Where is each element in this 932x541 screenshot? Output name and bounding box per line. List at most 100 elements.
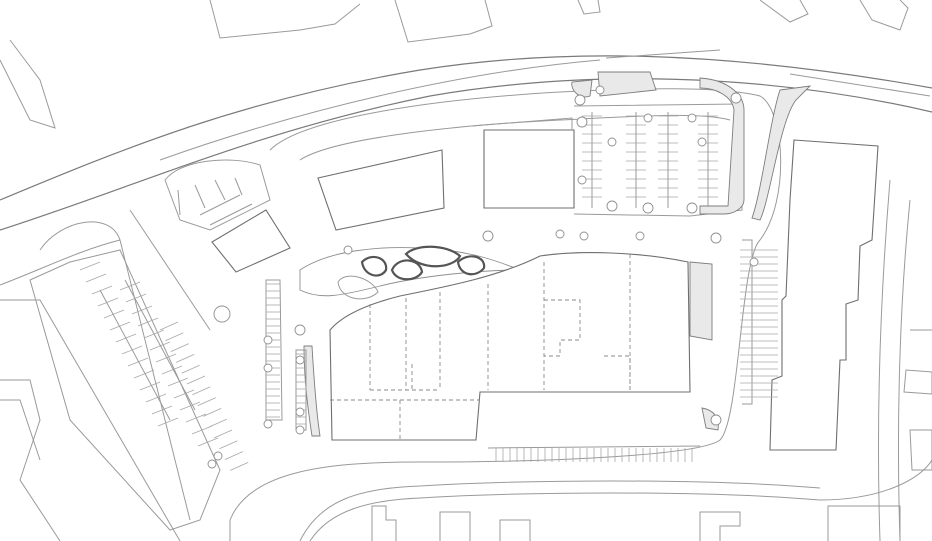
parking-bay-line (213, 429, 233, 439)
tree-icon (579, 231, 589, 241)
neighbour-building-bottom-2 (439, 511, 471, 541)
tree-icon (606, 200, 618, 212)
parking-bay-line (197, 397, 216, 406)
anchor-store-building (329, 252, 691, 441)
tree-icon (574, 94, 586, 106)
small-kiosk-building (211, 209, 291, 273)
tree-icon (635, 231, 645, 241)
tall-block-building (769, 139, 879, 451)
neighbour-building-top-right (759, 0, 809, 23)
parking-bay-line (159, 321, 179, 331)
tree-icon (607, 137, 617, 147)
neighbour-building-bottom-4 (699, 511, 741, 541)
parking-bay-line (167, 377, 189, 387)
tree-icon (697, 137, 707, 147)
tree-icon (710, 414, 722, 426)
entrance-canopy-pods (299, 245, 521, 300)
neighbour-block-left (0, 39, 56, 129)
parking-bay-line (124, 279, 196, 411)
unit-building (483, 129, 575, 209)
tree-icon (295, 407, 305, 417)
tree-icon (263, 363, 273, 373)
tree-icon (207, 459, 217, 469)
parking-bay-line (224, 451, 243, 460)
parking-bay-line (145, 393, 167, 403)
tree-icon (643, 113, 653, 123)
parking-bay-line (85, 273, 107, 283)
neighbour-building-bottom-right (827, 505, 901, 541)
upper-right-parking (573, 103, 743, 217)
parking-bay-line (165, 332, 184, 342)
parking-bay-line (181, 364, 200, 374)
main-road (0, 49, 932, 231)
parking-bay-line (79, 261, 101, 271)
tree-icon (213, 305, 231, 323)
neighbour-building-top (394, 0, 493, 43)
neighbour-building-bottom-3 (499, 519, 531, 541)
tree-icon (595, 85, 605, 95)
tree-icon (687, 113, 697, 123)
neighbour-building-bottom (371, 505, 397, 541)
parking-bay-line (97, 297, 119, 307)
tree-icon (263, 419, 273, 429)
tree-icon (213, 451, 223, 461)
neighbour-building-right (903, 329, 932, 395)
parking-bay-line (91, 285, 113, 295)
tree-icon (710, 232, 722, 244)
tree-icon (642, 202, 654, 214)
tree-icon (686, 202, 698, 214)
parking-bay-line (103, 309, 125, 319)
parking-bay-line (133, 369, 155, 379)
tree-icon (482, 230, 494, 242)
tree-icon (295, 355, 305, 365)
parking-bay-line (192, 386, 211, 396)
tree-icon (263, 335, 273, 345)
tree-icon (576, 116, 588, 128)
context-top (0, 0, 909, 129)
parking-bay-line (125, 293, 147, 303)
left-parking-lot (29, 221, 249, 531)
tree-icon (295, 425, 305, 435)
parking-bay-line (151, 405, 173, 415)
parking-bay-line (191, 425, 213, 435)
parking-bay-line (230, 462, 249, 471)
parking-bay-line (131, 305, 153, 315)
parking-bay-line (170, 343, 189, 352)
parking-bay-line (127, 357, 149, 367)
parking-bay-line (185, 413, 207, 423)
tree-icon (749, 257, 759, 267)
parking-bay-line (176, 354, 195, 363)
tree-icon (294, 324, 306, 336)
bottom-parking-strip (487, 445, 701, 462)
parking-bay-line (203, 408, 222, 417)
parking-bay-line (186, 375, 206, 385)
parking-bay-line (139, 381, 161, 391)
parking-bay-line (155, 353, 177, 363)
right-parking-lot (740, 239, 778, 405)
tree-icon (730, 92, 742, 104)
west-parking-column (265, 279, 307, 431)
planting-beds (303, 71, 812, 437)
parking-bay-line (157, 417, 179, 427)
context-bottom (0, 329, 932, 541)
parking-bay-line (109, 321, 131, 331)
unit-canopy (471, 117, 573, 130)
parking-bay-line (179, 401, 201, 411)
parking-bay-line (219, 440, 238, 450)
upper-left-parking (164, 159, 271, 231)
tree-icon (555, 229, 565, 239)
trees (207, 85, 759, 469)
retail-pavilion (317, 149, 445, 231)
parking-bay-line (119, 281, 141, 291)
ring-road (0, 88, 911, 541)
neighbour-building-right-2 (909, 429, 932, 471)
parking-bay-line (173, 389, 195, 399)
neighbour-building-far-right (859, 0, 909, 31)
neighbour-building-top-small (577, 0, 601, 15)
parking-bay-line (99, 289, 171, 421)
parking-bay-line (197, 437, 219, 447)
neighbour-building-top-left (209, 0, 361, 39)
parking-bay-line (161, 365, 183, 375)
tree-icon (577, 175, 587, 185)
